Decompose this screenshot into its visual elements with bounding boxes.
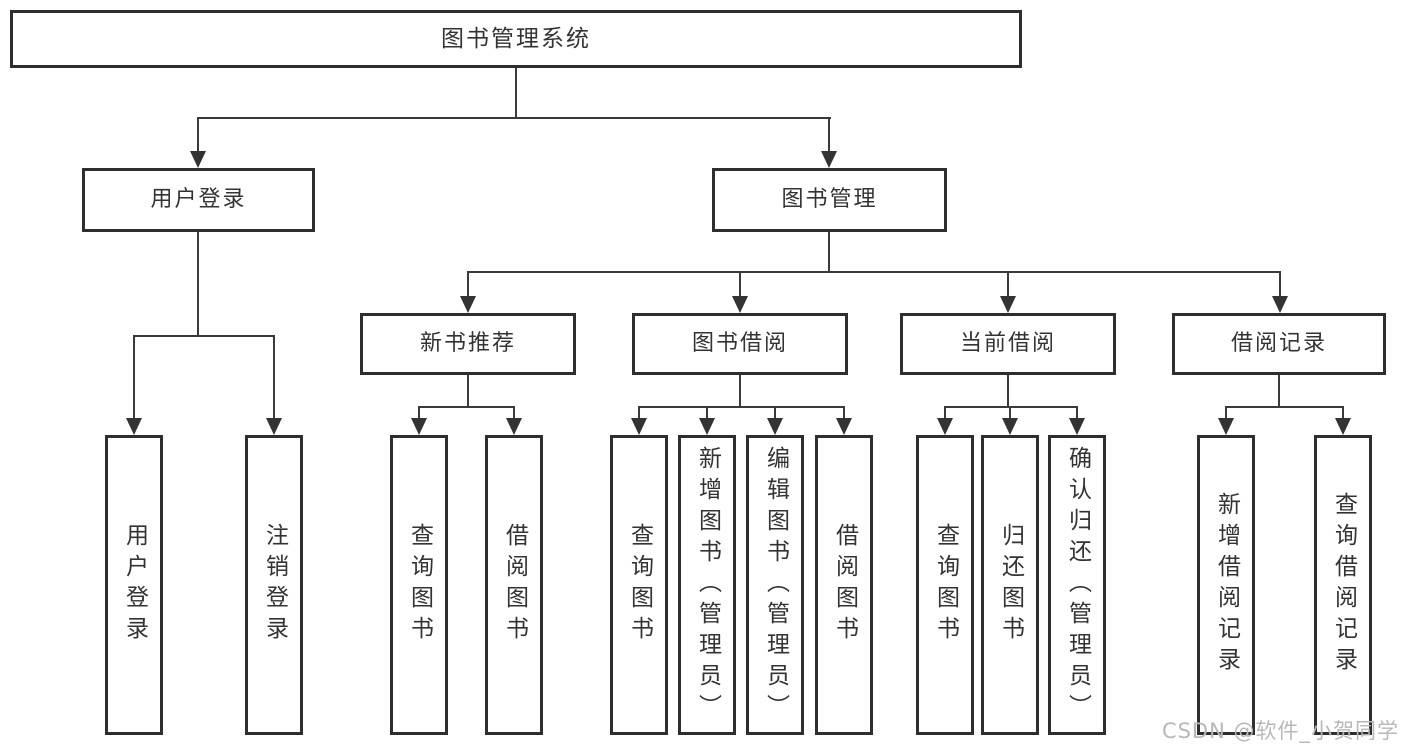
node-leaf-edit-book-admin: 编辑图书（管理员） [746,435,804,735]
node-label: 新书推荐 [419,331,516,356]
node-label: 当前借阅 [959,331,1056,356]
node-leaf-borrow-books-2: 借阅图书 [815,435,873,735]
connector-line [1279,271,1281,299]
connector-line [828,232,830,272]
node-book-management: 图书管理 [712,168,947,232]
connector-line [418,406,515,408]
connector-line [1007,271,1009,299]
arrow-down-icon [126,418,142,435]
connector-line [1076,406,1078,420]
node-book-borrow: 图书借阅 [632,313,848,375]
arrow-down-icon [767,418,783,435]
arrow-down-icon [460,296,476,313]
connector-line [133,335,135,420]
arrow-down-icon [937,418,953,435]
arrow-down-icon [699,418,715,435]
connector-line [273,335,275,420]
arrow-down-icon [631,418,647,435]
node-leaf-query-books-recommend: 查询图书 [390,435,448,735]
node-user-login: 用户登录 [82,168,315,232]
connector-line [1278,375,1280,407]
connector-line [1225,406,1227,420]
arrow-down-icon [1335,418,1351,435]
connector-line [197,117,831,119]
node-label: 新增图书（管理员） [694,445,721,725]
connector-line [774,406,776,420]
node-leaf-query-books-borrow: 查询图书 [610,435,668,735]
node-label: 图书管理 [781,187,878,212]
node-leaf-add-borrow-record: 新增借阅记录 [1197,435,1255,735]
node-label: 图书管理系统 [441,25,591,52]
node-current-borrow: 当前借阅 [900,313,1116,375]
node-new-book-recommend: 新书推荐 [360,313,576,375]
node-label: 注销登录 [261,523,288,647]
node-label: 用户登录 [121,523,148,647]
node-label: 编辑图书（管理员） [762,445,789,725]
arrow-down-icon [1218,418,1234,435]
connector-line [843,406,845,420]
arrow-down-icon [266,418,282,435]
connector-line [739,375,741,407]
connector-line [1225,406,1344,408]
node-leaf-confirm-return-admin: 确认归还（管理员） [1048,435,1106,735]
node-label: 归还图书 [997,523,1024,647]
connector-line [739,271,741,299]
connector-line [1007,375,1009,407]
node-leaf-add-book-admin: 新增图书（管理员） [678,435,736,735]
watermark: CSDN @软件_小贺同学 [1161,719,1399,743]
node-label: 图书借阅 [691,331,788,356]
node-label: 确认归还（管理员） [1064,445,1091,725]
connector-line [197,117,199,153]
connector-line [706,406,708,420]
node-label: 用户登录 [150,187,247,212]
node-leaf-query-borrow-record: 查询借阅记录 [1314,435,1372,735]
connector-line [638,406,845,408]
arrow-down-icon [190,151,206,168]
node-library-system: 图书管理系统 [10,10,1022,68]
arrow-down-icon [732,296,748,313]
node-label: 借阅图书 [831,523,858,647]
connector-line [467,271,469,299]
arrow-down-icon [1069,418,1085,435]
connector-line [418,406,420,420]
node-leaf-query-books-current: 查询图书 [916,435,974,735]
connector-line [133,335,275,337]
arrow-down-icon [1000,296,1016,313]
node-label: 查询图书 [932,523,959,647]
connector-line [638,406,640,420]
arrow-down-icon [411,418,427,435]
arrow-down-icon [1002,418,1018,435]
connector-line [513,406,515,420]
connector-line [467,271,1281,273]
connector-line [1342,406,1344,420]
node-label: 查询图书 [626,523,653,647]
node-label: 查询图书 [406,523,433,647]
node-leaf-borrow-books-recommend: 借阅图书 [485,435,543,735]
connector-line [197,232,199,337]
node-leaf-logout: 注销登录 [245,435,303,735]
connector-line [467,375,469,407]
node-label: 新增借阅记录 [1213,492,1240,678]
connector-line [1009,406,1011,420]
node-borrow-records: 借阅记录 [1172,313,1386,375]
connector-line [944,406,1078,408]
arrow-down-icon [836,418,852,435]
connector-line [944,406,946,420]
node-leaf-return-book: 归还图书 [981,435,1039,735]
arrow-down-icon [1272,296,1288,313]
connector-line [515,68,517,118]
connector-line [828,117,830,153]
node-leaf-user-login: 用户登录 [105,435,163,735]
node-label: 借阅记录 [1230,331,1327,356]
arrow-down-icon [506,418,522,435]
node-label: 查询借阅记录 [1330,492,1357,678]
arrow-down-icon [821,151,837,168]
node-label: 借阅图书 [501,523,528,647]
